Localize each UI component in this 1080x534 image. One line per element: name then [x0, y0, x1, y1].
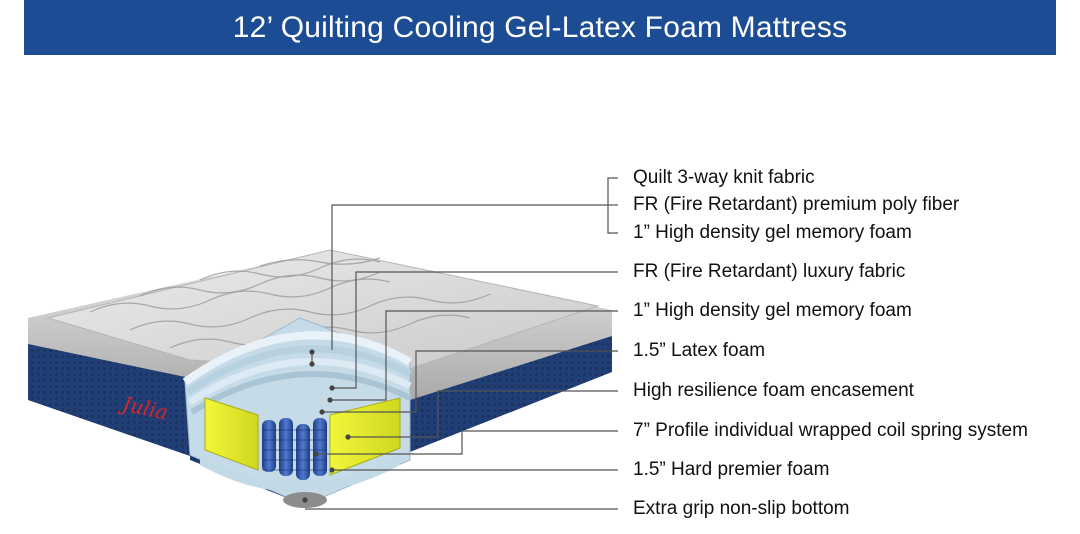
label-gel-memory-foam: 1” High density gel memory foam	[633, 300, 912, 321]
label-hr-foam-encasement: High resilience foam encasement	[633, 380, 914, 401]
coil-springs	[262, 418, 327, 480]
label-coil-spring-system: 7” Profile individual wrapped coil sprin…	[633, 420, 1028, 441]
label-latex-foam: 1.5” Latex foam	[633, 340, 766, 361]
label-quilt-3way-knit: Quilt 3-way knit fabric	[633, 167, 815, 188]
label-non-slip-bottom: Extra grip non-slip bottom	[633, 498, 850, 519]
label-fr-luxury-fabric: FR (Fire Retardant) luxury fabric	[633, 261, 906, 282]
label-hard-premier-foam: 1.5” Hard premier foam	[633, 459, 830, 480]
bottom-foam	[200, 455, 400, 493]
page-title: 12’ Quilting Cooling Gel-Latex Foam Matt…	[232, 10, 848, 44]
quilt-top	[46, 249, 600, 373]
layer-arc-2	[186, 345, 412, 395]
label-gel-memory-foam-top: 1” High density gel memory foam	[633, 222, 912, 243]
leader-dots	[302, 349, 351, 503]
layer-arc-4	[190, 371, 412, 415]
leader-lines	[305, 177, 618, 510]
label-fr-poly-fiber: FR (Fire Retardant) premium poly fiber	[633, 194, 960, 215]
cutaway-section	[182, 317, 412, 508]
latex-block-left	[204, 397, 259, 471]
title-banner: 12’ Quilting Cooling Gel-Latex Foam Matt…	[24, 0, 1056, 55]
layer-arc-3	[188, 358, 412, 405]
layer-arc-1	[182, 331, 412, 386]
